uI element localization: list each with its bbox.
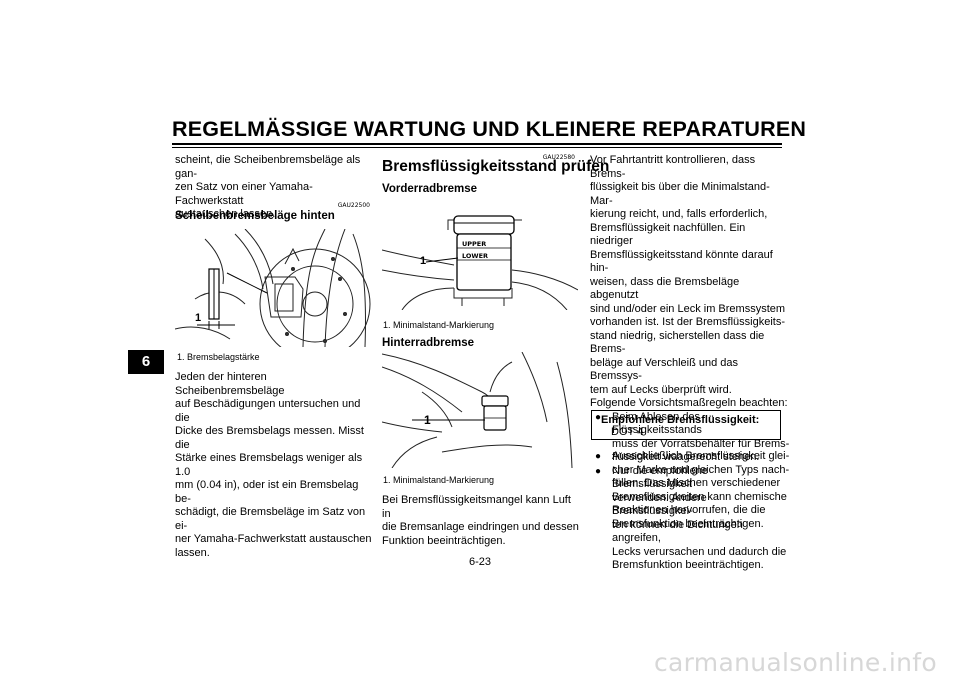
text-line: kierung reicht, und, falls erforderlich, bbox=[590, 208, 768, 220]
text-line: beläge auf Verschleiß und das Bremssys- bbox=[590, 356, 738, 383]
recommended-fluid-box: Empfohlene Bremsflüssigkeit: DOT 4 bbox=[591, 410, 781, 440]
figure-callout: 1 bbox=[195, 312, 201, 324]
list-item: Ausschließlich Bremsflüssigkeit glei- ch… bbox=[590, 450, 790, 531]
text-line: Lecks verursachen und dadurch die bbox=[612, 545, 787, 558]
figure-callout: 1 bbox=[420, 255, 426, 267]
left-body: Jeden der hinteren Scheibenbremsbeläge a… bbox=[175, 371, 375, 560]
text-line: füllen. Das Mischen verschiedener bbox=[612, 477, 781, 489]
text-line: schädigt, die Bremsbeläge im Satz von ei… bbox=[175, 506, 366, 532]
text-line: muss der Vorratsbehälter für Brems- bbox=[612, 437, 790, 450]
section-code: GAU22580 bbox=[542, 154, 575, 161]
right-bullet-3: Ausschließlich Bremsflüssigkeit glei- ch… bbox=[590, 450, 790, 531]
box-value: DOT 4 bbox=[611, 426, 644, 438]
brake-pad-figure: 1 bbox=[175, 229, 371, 347]
text-line: zen Satz von einer Yamaha-Fachwerkstatt bbox=[175, 181, 313, 207]
subheading-rear: Hinterradbremse bbox=[382, 337, 475, 349]
text-line: scheint, die Scheibenbremsbeläge als gan… bbox=[175, 154, 361, 180]
text-line: Funktion beeinträchtigen. bbox=[382, 534, 506, 547]
lower-mark-label: LOWER bbox=[462, 252, 488, 260]
text-line: ner Yamaha-Fachwerkstatt austauschen bbox=[175, 533, 372, 545]
text-line: Jeden der hinteren Scheibenbremsbeläge bbox=[175, 371, 285, 397]
text-line: sind und/oder ein Leck im Bremssystem bbox=[590, 302, 786, 315]
chapter-tab: 6 bbox=[128, 350, 164, 374]
precaution-list: Ausschließlich Bremsflüssigkeit glei- ch… bbox=[590, 450, 790, 531]
header-rule-thin bbox=[172, 147, 782, 148]
text-line: cher Marke und gleichen Typs nach- bbox=[612, 463, 790, 476]
rear-reservoir-figure: 1 bbox=[382, 352, 578, 468]
page-title: REGELMÄSSIGE WARTUNG UND KLEINERE REPARA… bbox=[172, 117, 807, 141]
text-line: Bremsflüssigkeiten kann chemische bbox=[612, 490, 787, 503]
text-line: mm (0.04 in), oder ist ein Bremsbelag be… bbox=[175, 479, 359, 505]
subheading-front: Vorderradbremse bbox=[382, 183, 478, 195]
figure-caption: 1. Minimalstand-Markierung bbox=[383, 320, 495, 330]
upper-mark-label: UPPER bbox=[462, 240, 486, 248]
text-line: die Bremsanlage eindringen und dessen bbox=[382, 521, 579, 533]
text-line: vorhanden ist. Ist der Bremsflüssigkeits… bbox=[590, 316, 786, 328]
figure-caption: 1. Bremsbelagstärke bbox=[177, 352, 260, 362]
header-rule bbox=[172, 143, 782, 145]
text-line: austauschen lassen. bbox=[175, 208, 276, 220]
text-line: Dicke des Bremsbelags messen. Misst die bbox=[175, 425, 364, 451]
section-heading: Scheibenbremsbeläge hinten bbox=[175, 210, 335, 222]
text-line: weisen, dass die Bremsbeläge abgenutzt bbox=[590, 275, 740, 302]
text-line: Ausschließlich Bremsflüssigkeit glei- bbox=[612, 450, 790, 462]
front-reservoir-illustration: UPPER LOWER 1 bbox=[382, 215, 578, 310]
text-line: Reaktionen hervorrufen, die die bbox=[612, 504, 766, 516]
text-line: Stärke eines Bremsbelags weniger als 1.0 bbox=[175, 452, 363, 478]
brake-pad-illustration: 1 bbox=[175, 229, 371, 347]
text-line: tem auf Lecks überprüft wird. bbox=[590, 383, 732, 396]
text-line: Bremsflüssigkeit nachfüllen. Ein niedrig… bbox=[590, 221, 746, 248]
text-line: Bei Bremsflüssigkeitsmangel kann Luft in bbox=[382, 494, 571, 520]
figure-caption: 1. Minimalstand-Markierung bbox=[383, 475, 495, 485]
watermark: carmanualsonline.info bbox=[654, 648, 937, 677]
front-reservoir-figure: UPPER LOWER 1 bbox=[382, 210, 578, 310]
box-label: Empfohlene Bremsflüssigkeit: bbox=[601, 414, 760, 426]
text-line: auf Beschädigungen untersuchen und die bbox=[175, 398, 361, 424]
text-line: Bremsflüssigkeitsstand könnte darauf hin… bbox=[590, 248, 773, 275]
page-number: 6-23 bbox=[468, 556, 492, 568]
section-heading: Bremsflüssigkeitsstand prüfen bbox=[382, 158, 610, 175]
middle-body: Bei Bremsflüssigkeitsmangel kann Luft in… bbox=[382, 494, 582, 548]
text-line: Folgende Vorsichtsmaßregeln beachten: bbox=[590, 397, 788, 409]
text-line: Bremsfunktion beeinträchtigen. bbox=[612, 517, 764, 530]
rear-reservoir-illustration: 1 bbox=[382, 352, 573, 468]
text-line: Vor Fahrtantritt kontrollieren, dass Bre… bbox=[590, 154, 756, 180]
text-line: Bremsfunktion beeinträchtigen. bbox=[612, 559, 764, 571]
section-code: GAU22500 bbox=[337, 202, 370, 209]
text-line: Beim Ablesen des Flüssigkeitsstands bbox=[612, 410, 702, 437]
text-line: stand niedrig, sicherstellen dass die Br… bbox=[590, 329, 765, 356]
text-line: lassen. bbox=[175, 546, 210, 559]
text-line: flüssigkeit bis über die Minimalstand-Ma… bbox=[590, 181, 770, 207]
figure-callout: 1 bbox=[424, 413, 431, 427]
left-intro: scheint, die Scheibenbremsbeläge als gan… bbox=[175, 154, 371, 222]
